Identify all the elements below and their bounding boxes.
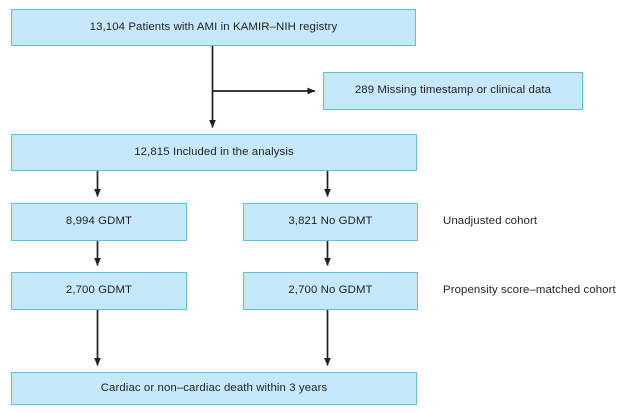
node-no-gdmt-matched: 2,700 No GDMT xyxy=(243,272,418,310)
node-gdmt-unadjusted: 8,994 GDMT xyxy=(11,203,187,241)
node-excluded-missing-data: 289 Missing timestamp or clinical data xyxy=(323,72,583,110)
node-no-gdmt-unadjusted: 3,821 No GDMT xyxy=(243,203,418,241)
node-outcome-death: Cardiac or non–cardiac death within 3 ye… xyxy=(11,372,417,405)
node-included-in-analysis: 12,815 Included in the analysis xyxy=(11,134,417,171)
label-unadjusted-cohort: Unadjusted cohort xyxy=(443,215,538,227)
label-matched-cohort: Propensity score–matched cohort xyxy=(443,284,616,296)
node-gdmt-matched: 2,700 GDMT xyxy=(11,272,187,310)
node-total-patients: 13,104 Patients with AMI in KAMIR–NIH re… xyxy=(11,9,416,46)
